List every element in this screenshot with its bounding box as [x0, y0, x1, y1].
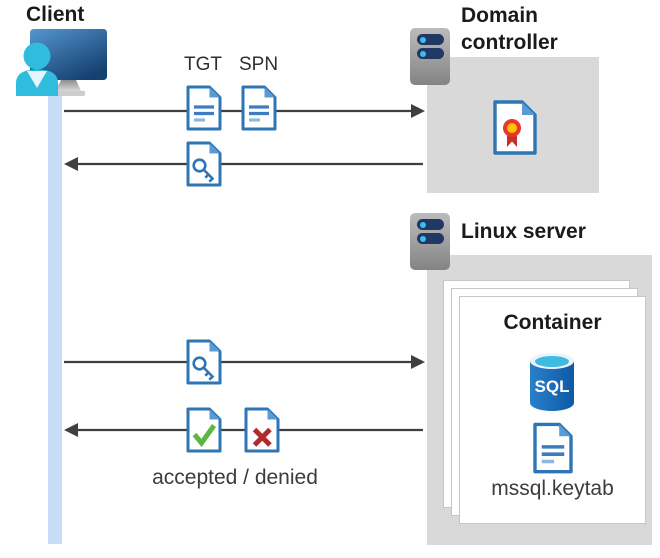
spn-label: SPN: [239, 54, 279, 75]
server-led: [419, 235, 426, 242]
arrow-domain-controller-to-client: [64, 157, 423, 171]
key-document-icon-linux: [186, 339, 222, 385]
monitor-screen-icon: [30, 29, 107, 80]
server-slot: [417, 219, 444, 230]
server-slot: [417, 34, 444, 45]
arrow-client-to-domain-controller: [64, 104, 425, 118]
linux-server-label: Linux server: [461, 220, 586, 243]
server-led: [419, 50, 426, 57]
container-label: Container: [503, 311, 602, 334]
tgt-label: TGT: [184, 54, 222, 75]
sql-badge-text: SQL: [535, 377, 570, 396]
keytab-filename: mssql.keytab: [491, 477, 614, 500]
check-document-icon: [186, 407, 222, 453]
monitor-base: [52, 91, 85, 96]
domain-controller-label-line1: Domain: [461, 4, 539, 27]
container-card-front: Container SQL mssql.keytab: [459, 296, 646, 524]
tgt-document-icon: [186, 85, 222, 131]
server-slot: [417, 48, 444, 59]
client-icon: [16, 29, 107, 96]
cross-document-icon: [244, 407, 280, 453]
person-icon: [16, 42, 58, 96]
domain-controller-server-icon: [410, 28, 450, 85]
client-lifeline: [48, 84, 62, 544]
keytab-document-icon: [533, 422, 573, 474]
server-slot: [417, 233, 444, 244]
arrow-client-to-linux-server: [64, 355, 425, 369]
client-label: Client: [26, 3, 85, 26]
domain-controller-label-line2: controller: [461, 31, 558, 54]
sql-database-icon: SQL: [530, 353, 574, 411]
server-led: [419, 221, 426, 228]
monitor-stand: [56, 80, 81, 91]
key-document-icon-dc: [186, 141, 222, 187]
server-led: [419, 36, 426, 43]
linux-server-icon: [410, 213, 450, 270]
certificate-document-icon: [493, 100, 537, 155]
domain-controller-label: Domain controller: [461, 2, 558, 56]
spn-document-icon: [241, 85, 277, 131]
accepted-denied-label: accepted / denied: [152, 466, 318, 489]
